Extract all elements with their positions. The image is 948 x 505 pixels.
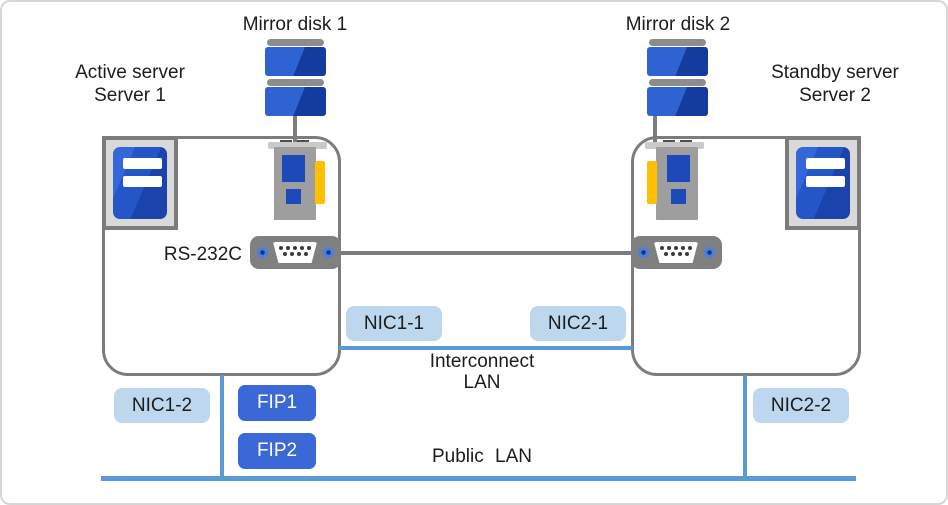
server1-role: Active server <box>75 62 185 83</box>
server1-tower-icon <box>102 136 178 230</box>
tower-drive-slot <box>806 176 845 187</box>
disk-cap <box>267 79 324 86</box>
nic2-2-chip: NIC2-2 <box>753 388 849 423</box>
card-chip <box>667 155 690 182</box>
d-sub-9-icon <box>272 242 318 263</box>
disk-platter <box>265 87 326 116</box>
mirror-disk2-cable <box>653 115 657 144</box>
tower-drive-slot <box>123 176 162 187</box>
disk-cap <box>649 79 706 86</box>
mirror-disk1-cable <box>293 115 297 144</box>
rs232c-line <box>341 251 634 255</box>
card-gold-edge <box>315 161 325 204</box>
server1-disk-controller-card-icon <box>267 139 327 221</box>
server1-serial-port-icon <box>250 236 341 269</box>
interconnect-lan-label-line1: Interconnect <box>429 351 535 372</box>
card-chip <box>282 155 305 182</box>
public-lan-label: Public LAN <box>432 446 532 467</box>
server1-public-lan-drop-line <box>220 375 224 478</box>
serial-screw <box>704 247 715 258</box>
server2-public-lan-drop-line <box>743 375 747 478</box>
nic1-2-chip: NIC1-2 <box>114 388 210 423</box>
disk-cap <box>267 39 324 46</box>
public-lan-line <box>101 476 856 481</box>
interconnect-lan-line <box>339 346 633 350</box>
mirror-disk1-icon <box>265 39 326 116</box>
server1-name: Server 1 <box>94 85 166 106</box>
tower-drive-slot <box>806 158 845 169</box>
server2-serial-port-icon <box>631 236 722 269</box>
server2-name: Server 2 <box>799 85 871 106</box>
nic2-1-chip: NIC2-1 <box>530 306 626 341</box>
interconnect-lan-label-line2: LAN <box>463 372 501 393</box>
tower-drive-slot <box>123 158 162 169</box>
server2-disk-controller-card-icon <box>645 139 705 221</box>
interconnect-lan-label: Interconnect LAN <box>402 351 562 393</box>
disk-platter <box>647 87 708 116</box>
server1-label: Active server Server 1 <box>40 61 220 107</box>
disk-platter <box>265 47 326 76</box>
card-gold-edge <box>647 161 657 204</box>
tower-front-panel <box>113 147 167 219</box>
rs232c-label: RS-232C <box>163 244 242 265</box>
tower-front-panel <box>796 147 850 219</box>
server2-role: Standby server <box>771 62 899 83</box>
server2-tower-icon <box>785 136 861 230</box>
server2-label: Standby server Server 2 <box>745 61 925 107</box>
fip1-chip: FIP1 <box>238 385 316 421</box>
fip2-chip: FIP2 <box>238 433 316 469</box>
serial-screw <box>257 247 268 258</box>
d-sub-9-icon <box>653 242 699 263</box>
card-chip <box>671 189 686 204</box>
mirror-disk1-label: Mirror disk 1 <box>242 14 348 35</box>
disk-cap <box>649 39 706 46</box>
mirror-disk2-icon <box>647 39 708 116</box>
card-chip <box>286 189 301 204</box>
card-bracket <box>268 142 327 149</box>
serial-screw <box>323 247 334 258</box>
serial-screw <box>638 247 649 258</box>
disk-platter <box>647 47 708 76</box>
mirror-disk2-label: Mirror disk 2 <box>625 14 731 35</box>
nic1-1-chip: NIC1-1 <box>346 306 442 341</box>
